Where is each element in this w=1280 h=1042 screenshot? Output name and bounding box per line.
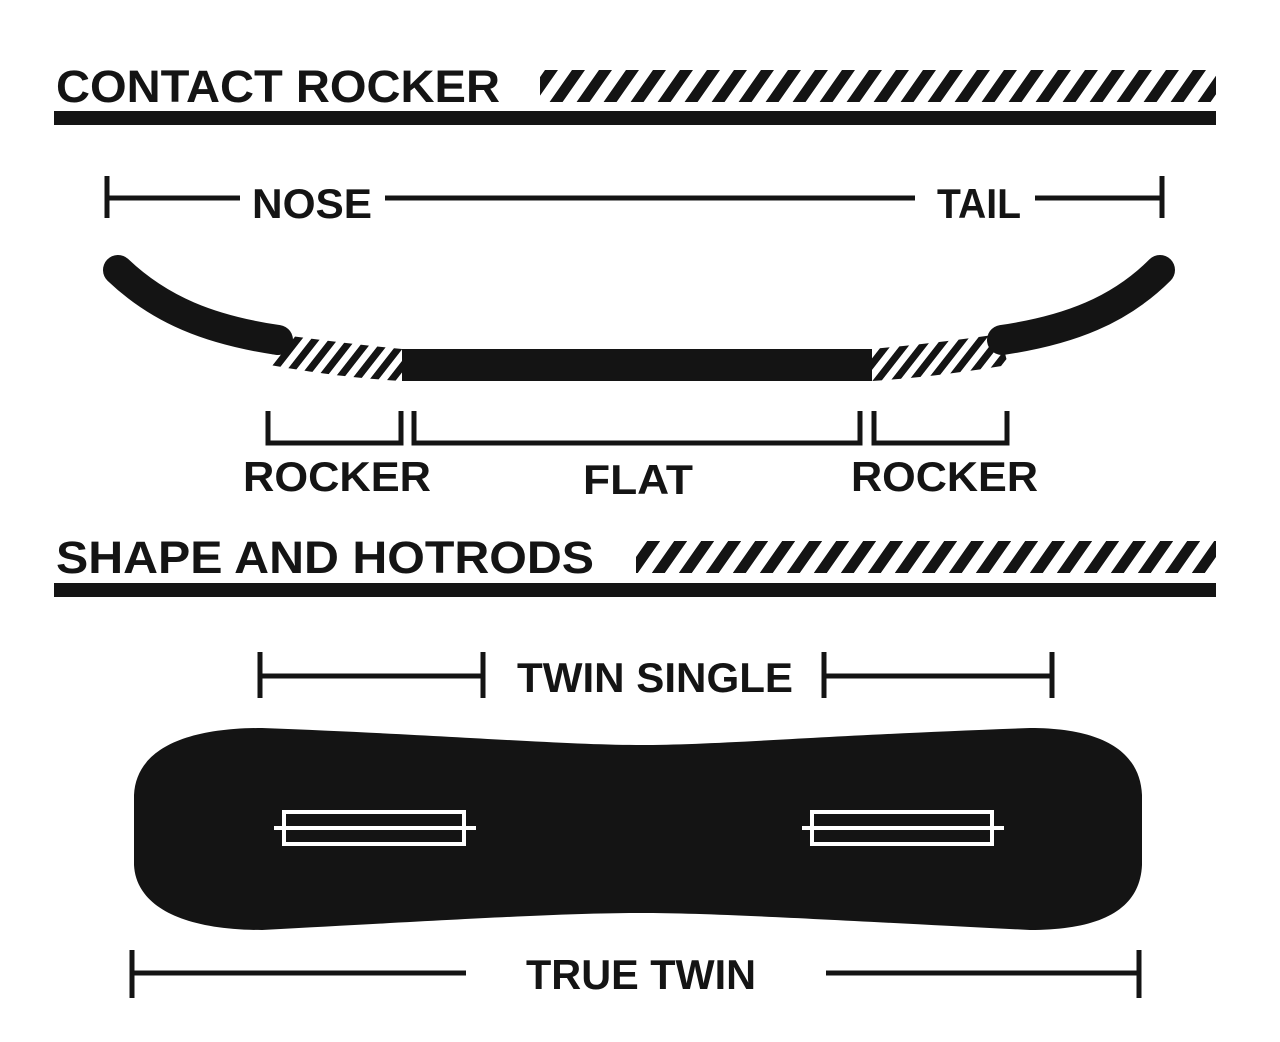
shape-heading: SHAPE AND HOTRODS [56,532,594,583]
tail-rise [987,255,1175,355]
rocker-label-left: ROCKER [243,453,431,500]
contact-rocker-heading: CONTACT ROCKER [56,61,500,112]
shape-section: SHAPE AND HOTRODS TWIN SINGLE [54,532,1216,998]
nose-label: NOSE [252,180,372,227]
flat-zone [402,349,872,381]
tail-label: TAIL [937,180,1021,227]
flat-label: FLAT [583,456,693,503]
rocker-label-right: ROCKER [851,453,1038,500]
board-profile [103,255,1175,381]
twin-single-label: TWIN SINGLE [517,654,793,701]
contact-rocker-section: CONTACT ROCKER NOSE TAIL ROCKER FLA [54,61,1216,503]
twin-single-dimension [257,652,1055,698]
contact-rocker-rule [54,111,1216,125]
rocker-zone-left [270,334,402,381]
contact-rocker-hatch-band [540,70,1216,102]
nose-rise [103,255,293,355]
board-outline [134,728,1142,930]
zone-brackets [265,411,1010,446]
hotrod-insert-right [802,810,1004,846]
shape-rule [54,583,1216,597]
shape-hatch-band [636,541,1216,573]
rocker-zone-right [872,334,1008,381]
hotrod-insert-left [274,810,476,846]
nose-tail-dimension [104,176,1165,218]
true-twin-label: TRUE TWIN [526,951,756,998]
true-twin-dimension [129,950,1142,998]
